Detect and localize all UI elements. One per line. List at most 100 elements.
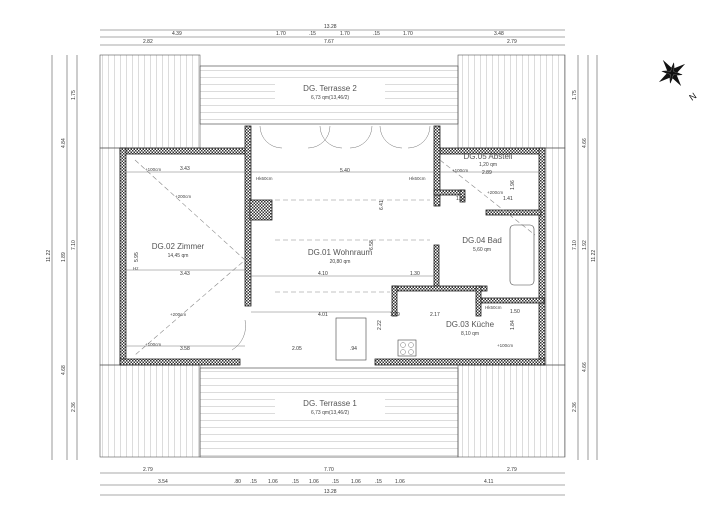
terrace-name: DG. Terrasse 2 bbox=[303, 84, 357, 93]
left-dimensions: 11.22 4.84 1.89 4.68 1.75 7.10 2.36 bbox=[46, 55, 78, 460]
dim: .94 bbox=[350, 346, 357, 352]
room-name: DG.01 Wohnraum bbox=[308, 248, 373, 257]
terrace-name: DG. Terrasse 1 bbox=[303, 399, 357, 408]
dim: .15 bbox=[375, 479, 382, 485]
dim: 4.10 bbox=[318, 271, 328, 277]
dim: 1.50 bbox=[510, 309, 520, 315]
annotations: +100cm +200cm +200cm +100cm Hk60cm Hk60c… bbox=[133, 167, 513, 348]
dim: 4.66 bbox=[582, 138, 588, 148]
dim: 3.58 bbox=[180, 346, 190, 352]
dim: .15 bbox=[250, 479, 257, 485]
dim: 7.67 bbox=[324, 39, 334, 45]
note: +200cm bbox=[170, 312, 186, 317]
note: Hk60cm bbox=[409, 176, 426, 181]
dim-total: 13.28 bbox=[324, 24, 337, 30]
dim: 3.43 bbox=[180, 166, 190, 172]
dim: 4.84 bbox=[61, 138, 67, 148]
dim: 2.36 bbox=[572, 402, 578, 412]
room-area: 1,20 qm bbox=[479, 162, 497, 168]
inner-dimensions: 3.43 3.43 3.58 5.40 4.10 4.01 1.30 2.17 … bbox=[134, 166, 520, 352]
dim: 6.41 bbox=[379, 200, 385, 210]
room-name: DG.03 Küche bbox=[446, 320, 495, 329]
dim: 4.66 bbox=[582, 362, 588, 372]
dim: 7.10 bbox=[71, 240, 77, 250]
dim: 3.43 bbox=[180, 271, 190, 277]
dim: 1.70 bbox=[403, 31, 413, 37]
dim: 5.95 bbox=[134, 252, 140, 262]
dim: 1.06 bbox=[268, 479, 278, 485]
compass-rose-icon bbox=[658, 59, 686, 87]
dim: 1.06 bbox=[395, 479, 405, 485]
right-dimensions: 1.75 7.10 2.36 4.66 1.92 4.66 11.22 bbox=[572, 55, 598, 460]
note: Hk60cm bbox=[256, 176, 273, 181]
dim: 7.10 bbox=[572, 240, 578, 250]
dim: .15 bbox=[373, 31, 380, 37]
dim: 4.68 bbox=[61, 365, 67, 375]
dim: 2.17 bbox=[430, 312, 440, 318]
compass-north-label: N bbox=[687, 91, 698, 103]
dim: 6.58 bbox=[369, 240, 375, 250]
terrace-area: 6,73 qm(13,46/2) bbox=[311, 410, 349, 416]
building bbox=[119, 125, 546, 366]
room-area: 14,45 qm bbox=[168, 253, 189, 259]
roof-areas bbox=[99, 54, 566, 458]
room-area: 20,80 qm bbox=[330, 259, 351, 265]
dim: 11.22 bbox=[591, 250, 597, 262]
dim: 11.22 bbox=[46, 250, 52, 262]
dim: 4.39 bbox=[172, 31, 182, 37]
dim: 2.05 bbox=[292, 346, 302, 352]
dim: 1.89 bbox=[61, 252, 67, 262]
dim: .15 bbox=[309, 31, 316, 37]
room-labels: DG.02 Zimmer 14,45 qm DG.01 Wohnraum 20,… bbox=[152, 152, 513, 337]
dim: 2.79 bbox=[507, 39, 517, 45]
dim: 1.92 bbox=[582, 240, 588, 250]
dim: 1.84 bbox=[510, 320, 516, 330]
dim: 1.06 bbox=[309, 479, 319, 485]
note: +100cm bbox=[145, 167, 161, 172]
terrace-2: DG. Terrasse 2 6,73 qm(13,46/2) bbox=[199, 65, 459, 125]
room-name: DG.05 Abstell bbox=[464, 152, 513, 161]
dim: .15 bbox=[292, 479, 299, 485]
dim: 1.70 bbox=[340, 31, 350, 37]
dim: 1.10 bbox=[456, 196, 466, 202]
dim: 1.06 bbox=[351, 479, 361, 485]
note: Hz bbox=[133, 266, 139, 271]
dim: 2.79 bbox=[507, 467, 517, 473]
dim: 2.82 bbox=[143, 39, 153, 45]
dim: 4.01 bbox=[318, 312, 328, 318]
dim: 2.36 bbox=[71, 402, 77, 412]
dim: 2.22 bbox=[377, 320, 383, 330]
room-name: DG.02 Zimmer bbox=[152, 242, 205, 251]
terrace-1: DG. Terrasse 1 6,73 qm(13,46/2) bbox=[199, 367, 459, 458]
dim: .15 bbox=[332, 479, 339, 485]
dim: 2.79 bbox=[143, 467, 153, 473]
dim: 3.48 bbox=[494, 31, 504, 37]
note: +100cm bbox=[452, 168, 468, 173]
top-dimensions: 13.28 4.39 1.70 .15 1.70 .15 1.70 3.48 2… bbox=[100, 24, 565, 46]
dim: .80 bbox=[234, 479, 241, 485]
terrace-area: 6,73 qm(13,46/2) bbox=[311, 95, 349, 101]
note: +100cm bbox=[145, 342, 161, 347]
note: Hk50cm bbox=[485, 305, 502, 310]
dim: 1.70 bbox=[276, 31, 286, 37]
room-area: 5,60 qm bbox=[473, 247, 491, 253]
note: +200cm bbox=[487, 190, 503, 195]
dim: 1.41 bbox=[503, 196, 513, 202]
dim: 7.70 bbox=[324, 467, 334, 473]
dim: 1.96 bbox=[510, 180, 516, 190]
dim: 1.75 bbox=[572, 90, 578, 100]
note: +200cm bbox=[175, 194, 191, 199]
dim: 1.75 bbox=[71, 90, 77, 100]
dim: 1.30 bbox=[410, 271, 420, 277]
dim: 5.40 bbox=[340, 168, 350, 174]
dim: 1.19 bbox=[390, 312, 400, 318]
dim: 4.11 bbox=[484, 479, 494, 485]
dim: 2.89 bbox=[482, 170, 492, 176]
bottom-dimensions: 2.79 7.70 2.79 3.54 .80 .15 1.06 .15 1.0… bbox=[100, 467, 565, 496]
room-name: DG.04 Bad bbox=[462, 236, 502, 245]
note: +100cm bbox=[497, 343, 513, 348]
dim: 3.54 bbox=[158, 479, 168, 485]
room-area: 8,10 qm bbox=[461, 331, 479, 337]
dim-total: 13.28 bbox=[324, 489, 337, 495]
